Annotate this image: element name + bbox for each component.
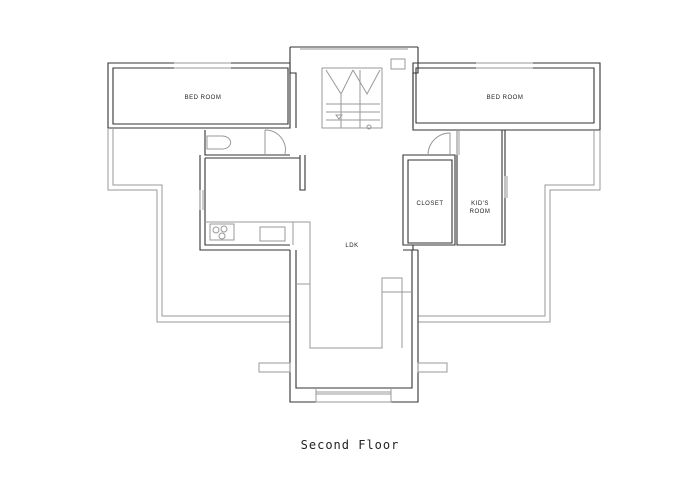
bedroom-left: BED ROOM: [107, 62, 291, 129]
kids-room: KID'S ROOM: [455, 129, 508, 246]
stair-core: [289, 46, 419, 130]
closet-label: CLOSET: [416, 201, 443, 207]
toilet: [204, 129, 306, 191]
kitchen: [199, 155, 311, 251]
bedroom-right: BED ROOM: [412, 62, 601, 131]
kids-room-label-2: ROOM: [470, 209, 491, 215]
balcony-right: [418, 130, 601, 323]
bedroom-right-label: BED ROOM: [487, 95, 524, 101]
ldk-label: LDK: [345, 243, 358, 249]
bedroom-left-label: BED ROOM: [185, 95, 222, 101]
kids-room-label-1: KID'S: [471, 201, 489, 207]
balcony-left: [107, 128, 290, 323]
closet: CLOSET: [402, 132, 456, 246]
floor-title: Second Floor: [300, 438, 400, 452]
ldk: LDK: [258, 243, 448, 403]
